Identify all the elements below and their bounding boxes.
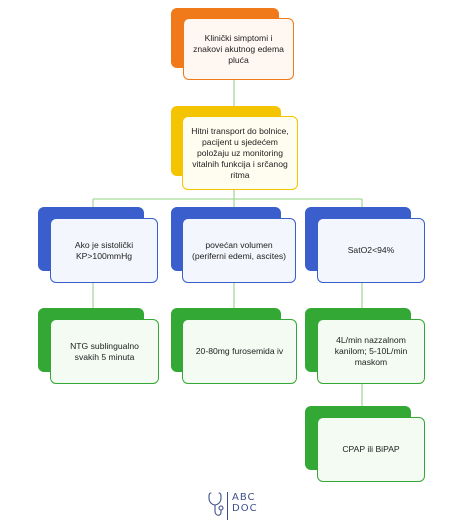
node-systolic-text: Ako je sistolički KP>100mmHg	[50, 218, 158, 283]
node-sat-text: SatO2<94%	[317, 218, 425, 283]
node-volume-text: povećan volumen (periferni edemi, ascite…	[182, 218, 296, 283]
node-furosemide-text: 20-80mg furosemida iv	[182, 319, 297, 384]
node-cpap-text: CPAP ili BiPAP	[317, 417, 425, 482]
node-symptoms-text: Klinički simptomi i znakovi akutnog edem…	[183, 18, 294, 80]
node-ntg: NTG sublingualno svakih 5 minuta	[38, 308, 160, 386]
node-systolic: Ako je sistolički KP>100mmHg	[38, 207, 159, 285]
logo-divider	[227, 492, 228, 520]
node-cpap: CPAP ili BiPAP	[305, 406, 426, 484]
node-oxygen-text: 4L/min nazzalnom kanilom; 5-10L/min mask…	[317, 319, 425, 384]
node-oxygen: 4L/min nazzalnom kanilom; 5-10L/min mask…	[305, 308, 426, 386]
node-volume: povećan volumen (periferni edemi, ascite…	[171, 207, 297, 285]
node-transport: Hitni transport do bolnice, pacijent u s…	[171, 106, 299, 190]
node-transport-text: Hitni transport do bolnice, pacijent u s…	[182, 116, 298, 190]
stethoscope-icon	[208, 492, 224, 516]
node-ntg-text: NTG sublingualno svakih 5 minuta	[50, 319, 159, 384]
logo-text: ABC DOC	[232, 492, 258, 514]
logo-line-1: ABC	[232, 492, 256, 503]
node-furosemide: 20-80mg furosemida iv	[171, 308, 298, 386]
node-symptoms: Klinički simptomi i znakovi akutnog edem…	[171, 8, 296, 80]
node-sat: SatO2<94%	[305, 207, 426, 285]
logo-line-2: DOC	[232, 503, 258, 514]
abc-doc-logo: ABC DOC	[206, 490, 268, 524]
